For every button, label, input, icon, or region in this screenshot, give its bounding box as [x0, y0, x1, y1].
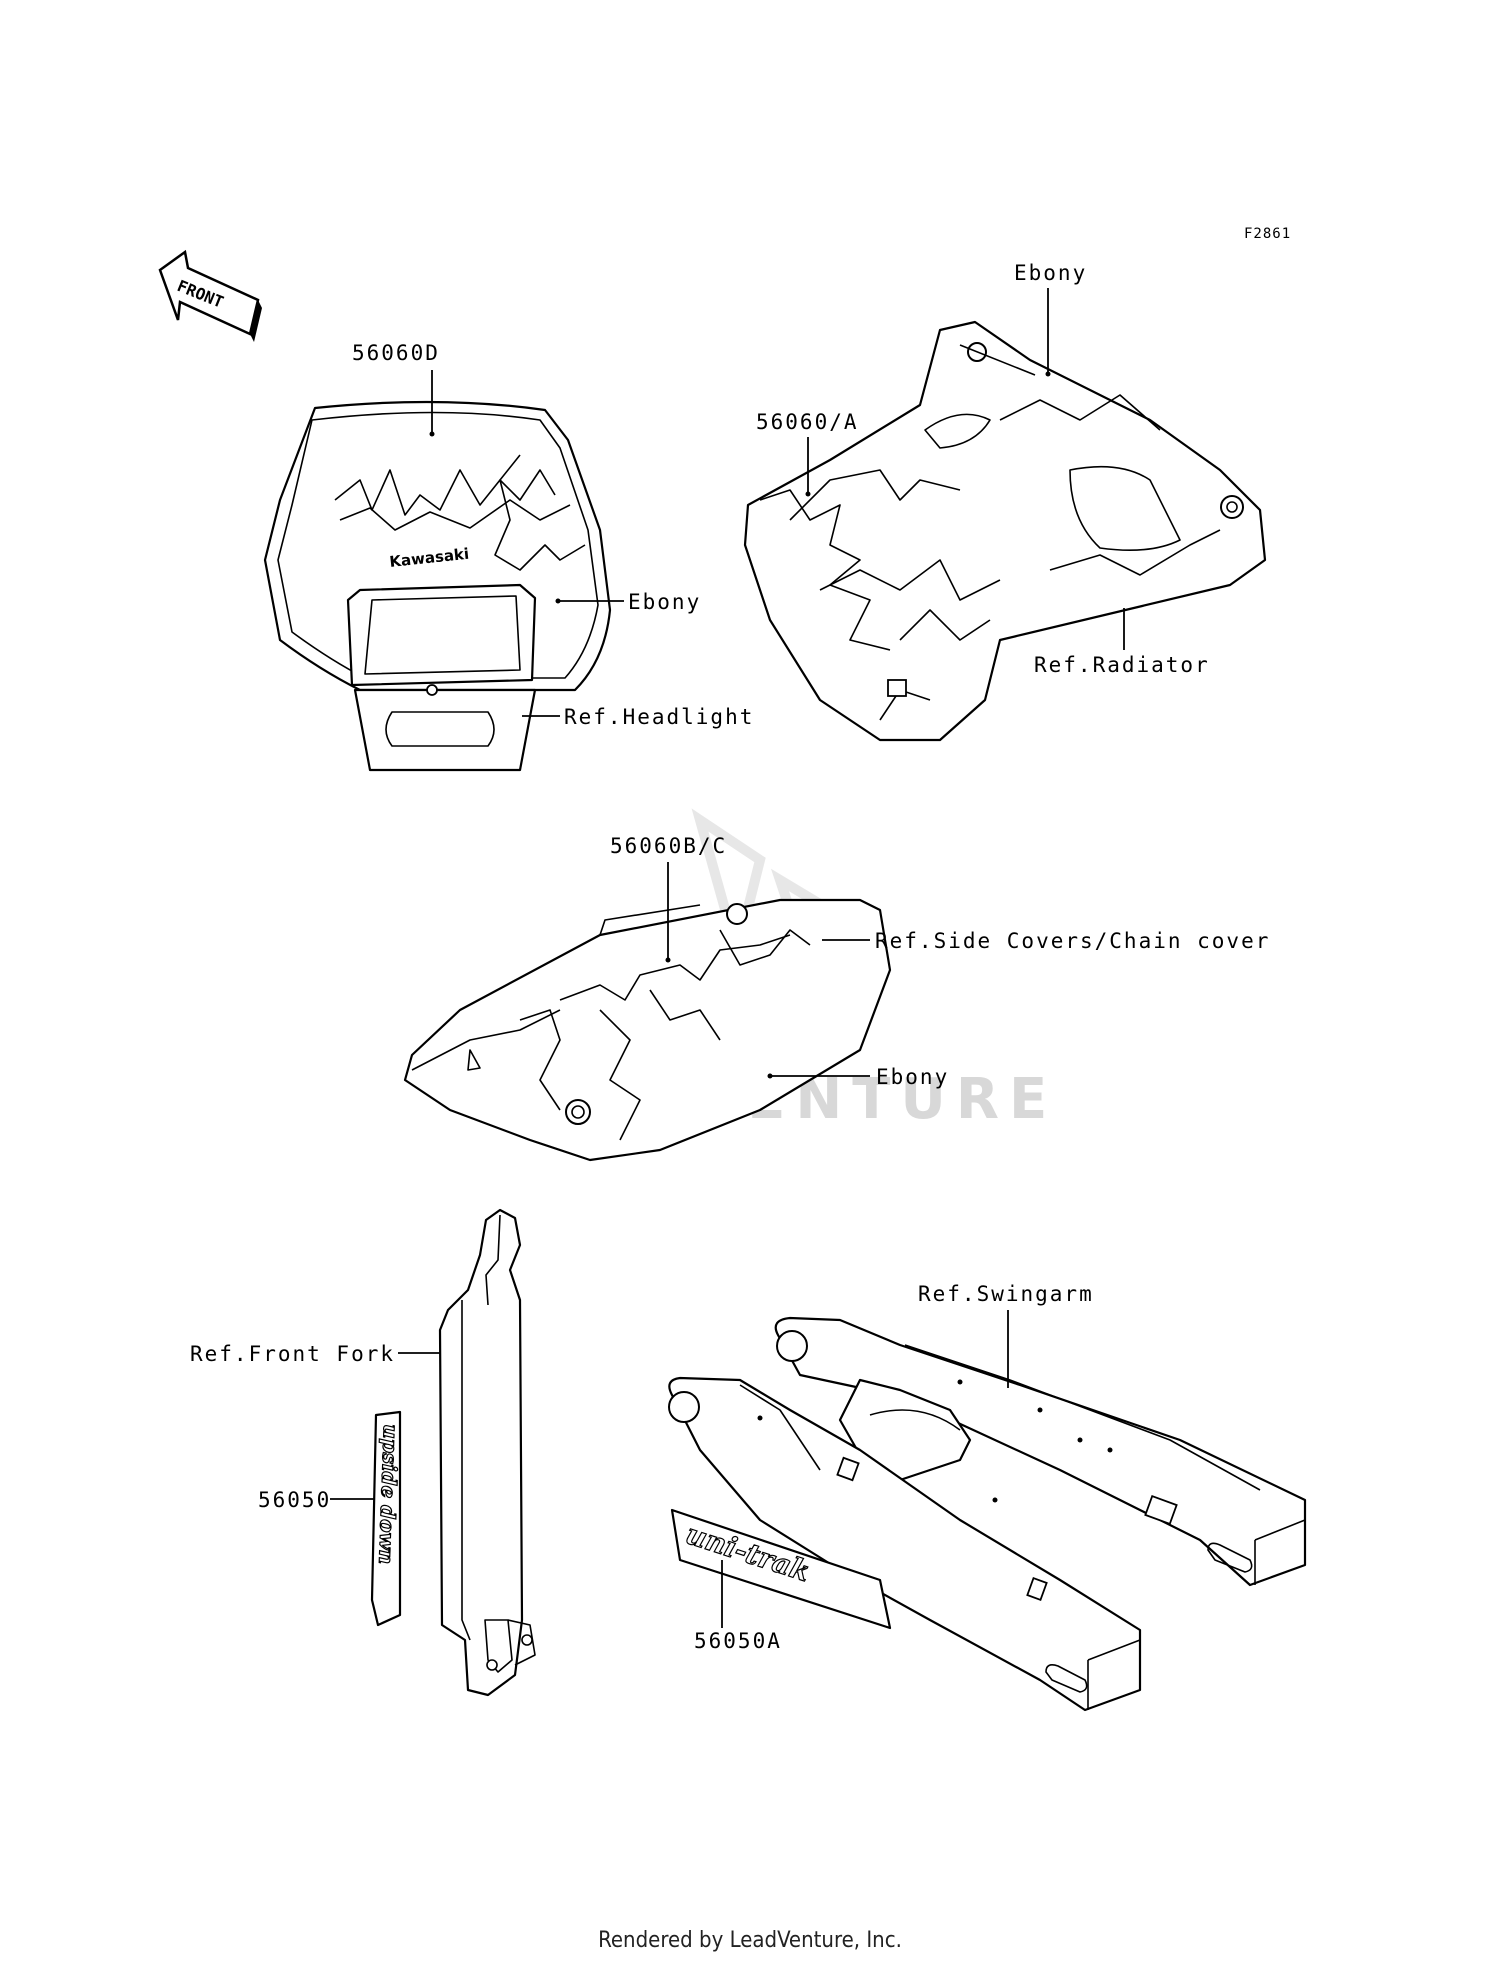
radiator-color-label: Ebony: [1014, 261, 1087, 285]
swingarm-part-number: 56050A: [694, 1629, 782, 1653]
fork-part-number: 56050: [258, 1488, 331, 1512]
front-arrow-icon: FRONT: [158, 249, 262, 342]
side-cover-ref-label: Ref.Side Covers/Chain cover: [875, 929, 1270, 953]
front-fork-guard: [438, 1208, 536, 1697]
radiator-ref-label: Ref.Radiator: [1034, 653, 1210, 677]
swingarm-ref-label: Ref.Swingarm: [918, 1282, 1094, 1306]
headlight-ref-label: Ref.Headlight: [564, 705, 754, 729]
fork-decal: upside down: [370, 1410, 404, 1627]
side-cover-color-label: Ebony: [876, 1065, 949, 1089]
fork-ref-label: Ref.Front Fork: [190, 1342, 395, 1366]
swingarm: [668, 1316, 1307, 1712]
footer-credit: Rendered by LeadVenture, Inc.: [598, 1928, 902, 1953]
side-cover: [403, 898, 892, 1162]
fork-decal-text: upside down: [374, 1424, 403, 1565]
headlight-part-number: 56060D: [352, 341, 440, 365]
radiator-part-number: 56060/A: [756, 410, 859, 434]
headlight-color-label: Ebony: [628, 590, 701, 614]
side-cover-part-number: 56060B/C: [610, 834, 727, 858]
headlight-cover: Kawasaki: [263, 400, 612, 772]
radiator-shroud: [743, 320, 1267, 742]
figure-code: F2861: [1244, 226, 1291, 242]
